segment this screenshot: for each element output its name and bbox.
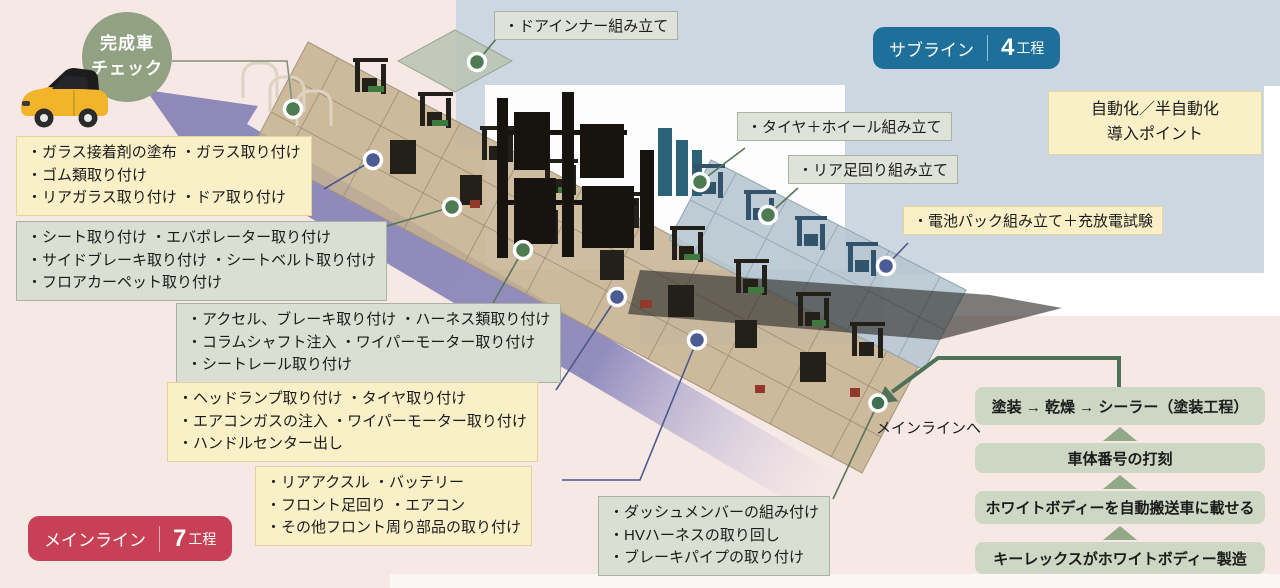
station-dots bbox=[282, 51, 897, 413]
dot-battery-pack bbox=[875, 255, 897, 277]
callout-line: ・ハンドルセンター出し bbox=[178, 435, 344, 452]
sub-line-process-unit: 工程 bbox=[1016, 40, 1045, 56]
main-line-badge-label: メインライン bbox=[44, 531, 146, 550]
callout-line: ・ガラス接着剤の塗布 ・ガラス取り付け bbox=[27, 144, 301, 161]
finished-car-image bbox=[14, 64, 118, 137]
automation-note-line2: 導入ポイント bbox=[1106, 125, 1203, 143]
flow-up-arrow-icon bbox=[1103, 526, 1137, 540]
badge-divider bbox=[987, 35, 988, 61]
callout-rear-suspension: ・リア足回り組み立て bbox=[788, 155, 959, 184]
automation-note: 自動化／半自動化 導入ポイント bbox=[1048, 91, 1262, 155]
callout-line: ・シート取り付け ・エバポレーター取り付け bbox=[27, 229, 332, 246]
sub-line-process-count: 4 bbox=[1001, 34, 1015, 61]
door-inner-platform bbox=[396, 29, 514, 93]
callout-line: ・サイドブレーキ取り付け ・シートベルト取り付け bbox=[27, 251, 377, 269]
main-line-process-count: 7 bbox=[173, 524, 187, 552]
callout-line: ・ブレーキパイプの取り付け bbox=[609, 549, 805, 566]
callout-line: ・フロント足回り ・エアコン bbox=[266, 496, 466, 514]
callout-line: ・エアコンガスの注入 ・ワイパーモーター取り付け bbox=[178, 412, 527, 430]
dot-rear-axle bbox=[686, 329, 708, 351]
dot-headlamp bbox=[606, 286, 628, 308]
car-body-frames bbox=[241, 61, 333, 126]
dot-tire-wheel bbox=[689, 171, 711, 193]
main-line-process-unit: 工程 bbox=[188, 530, 217, 547]
dot-final-check bbox=[282, 98, 304, 120]
main-line-badge: メインライン 7 工程 bbox=[28, 516, 233, 561]
callout-line: ・シートレール取り付け bbox=[187, 356, 353, 373]
flow-step-paint: 塗装 → 乾燥 → シーラー（塗装工程） bbox=[975, 387, 1265, 425]
dot-glass bbox=[362, 149, 384, 171]
finished-car-check-line2: チェック bbox=[91, 59, 163, 78]
sub-line-badge: サブライン 4 工程 bbox=[873, 27, 1061, 69]
callout-line: ・フロアカーペット取り付け bbox=[27, 274, 223, 291]
callout-line: ・その他フロント周り部品の取り付け bbox=[266, 519, 522, 536]
callout-pedal: ・アクセル、ブレーキ取り付け ・ハーネス類取り付け ・コラムシャフト注入 ・ワイ… bbox=[176, 303, 562, 383]
callout-glass: ・ガラス接着剤の塗布 ・ガラス取り付け ・ゴム類取り付け ・リアガラス取り付け … bbox=[16, 136, 312, 216]
flow-step-body-number: 車体番号の打刻 bbox=[975, 443, 1265, 473]
car-icon bbox=[21, 68, 108, 128]
callout-dash: ・ダッシュメンバーの組み付け ・HVハーネスの取り回し ・ブレーキパイプの取り付… bbox=[598, 496, 831, 576]
automation-note-line1: 自動化／半自動化 bbox=[1090, 101, 1219, 118]
dot-seat bbox=[441, 196, 463, 218]
flow-up-arrow-icon bbox=[1103, 427, 1137, 441]
finished-car-check-line1: 完成車 bbox=[100, 34, 154, 54]
dot-rear-suspension bbox=[757, 204, 779, 226]
callout-line: ・ダッシュメンバーの組み付け bbox=[609, 504, 820, 521]
callout-line: ・コラムシャフト注入 ・ワイパーモーター取り付け bbox=[187, 333, 536, 351]
sub-line-badge-label: サブライン bbox=[889, 40, 974, 60]
paint-flow-column: 塗装 → 乾燥 → シーラー（塗装工程） 車体番号の打刻 ホワイトボディーを自動… bbox=[975, 387, 1265, 574]
callout-battery-pack: ・電池パック組み立て＋充放電試験 bbox=[903, 206, 1164, 235]
flow-step-white-body-load: ホワイトボディーを自動搬送車に載せる bbox=[975, 491, 1265, 524]
flow-up-arrow-icon bbox=[1103, 475, 1137, 489]
badge-divider bbox=[159, 525, 160, 552]
callout-seat: ・シート取り付け ・エバポレーター取り付け ・サイドブレーキ取り付け ・シートベ… bbox=[16, 221, 388, 301]
callout-line: ・ヘッドランプ取り付け ・タイヤ取り付け bbox=[178, 390, 467, 407]
callout-headlamp: ・ヘッドランプ取り付け ・タイヤ取り付け ・エアコンガスの注入 ・ワイパーモータ… bbox=[167, 382, 538, 462]
to-main-line-label: メインラインへ bbox=[876, 420, 982, 437]
dot-door-inner bbox=[466, 51, 488, 73]
callout-line: ・HVハーネスの取り回し bbox=[609, 526, 780, 544]
callout-line: ・リアガラス取り付け ・ドア取り付け bbox=[27, 189, 286, 206]
callout-tire-wheel: ・タイヤ＋ホイール組み立て bbox=[737, 112, 952, 141]
callout-door-inner: ・ドアインナー組み立て bbox=[494, 11, 679, 40]
callout-line: ・ゴム類取り付け bbox=[27, 166, 148, 184]
callout-line: ・リアアクスル ・バッテリー bbox=[266, 474, 464, 491]
callout-rear-axle: ・リアアクスル ・バッテリー ・フロント足回り ・エアコン ・その他フロント周り… bbox=[255, 466, 533, 546]
dot-mainline-entry bbox=[868, 393, 888, 413]
callout-line: ・アクセル、ブレーキ取り付け ・ハーネス類取り付け bbox=[187, 311, 551, 328]
dot-pedal bbox=[512, 239, 534, 261]
door-inner-machinery bbox=[497, 92, 654, 258]
flow-step-keylex-white-body: キーレックスがホワイトボディー製造 bbox=[975, 542, 1265, 574]
